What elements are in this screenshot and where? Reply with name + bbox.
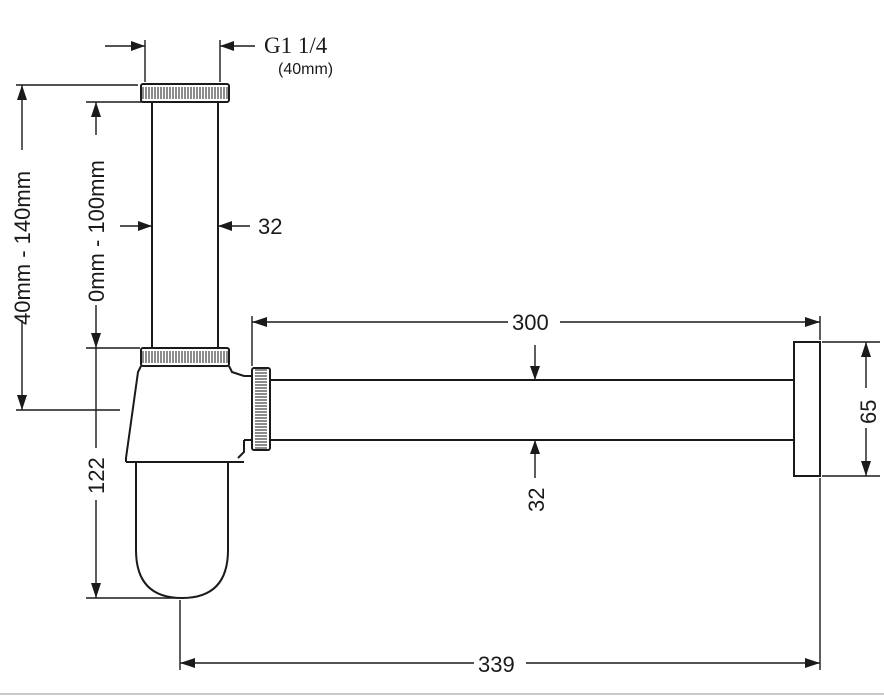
- outer-range-label: 40mm - 140mm: [10, 171, 35, 325]
- trap-height-dimension: 122: [82, 348, 180, 599]
- flange-height-label: 65: [856, 400, 881, 424]
- wall-flange: [793, 341, 821, 477]
- side-knurled-nut: [251, 367, 271, 451]
- vertical-pipe-diameter-dimension: 32: [120, 214, 282, 239]
- lower-knurled-nut: [140, 347, 230, 367]
- inner-range-dimension: 0mm - 100mm: [82, 101, 150, 349]
- thread-label: G1 1/4: [264, 33, 328, 58]
- trap-height-label: 122: [84, 457, 109, 494]
- vertical-tailpiece: [151, 102, 219, 350]
- flange-height-dimension: 65: [822, 341, 881, 477]
- overall-length-label: 339: [478, 652, 515, 677]
- horizontal-pipe-diameter-dimension: 32: [524, 345, 549, 512]
- horizontal-pipe: [270, 379, 794, 441]
- vertical-pipe-diameter-label: 32: [258, 214, 282, 239]
- pipe-length-label: 300: [512, 310, 549, 335]
- thread-sub-label: (40mm): [278, 61, 333, 78]
- inner-range-label: 0mm - 100mm: [84, 160, 109, 302]
- overall-length-dimension: 339: [179, 478, 821, 677]
- top-knurled-nut: [140, 83, 230, 103]
- thread-size-dimension: G1 1/4 (40mm): [105, 33, 333, 82]
- horizontal-pipe-diameter-label: 32: [524, 488, 549, 512]
- outer-range-dimension: 40mm - 140mm: [8, 84, 138, 411]
- pipe-length-dimension: 300: [251, 306, 821, 366]
- trap-body: [125, 365, 253, 600]
